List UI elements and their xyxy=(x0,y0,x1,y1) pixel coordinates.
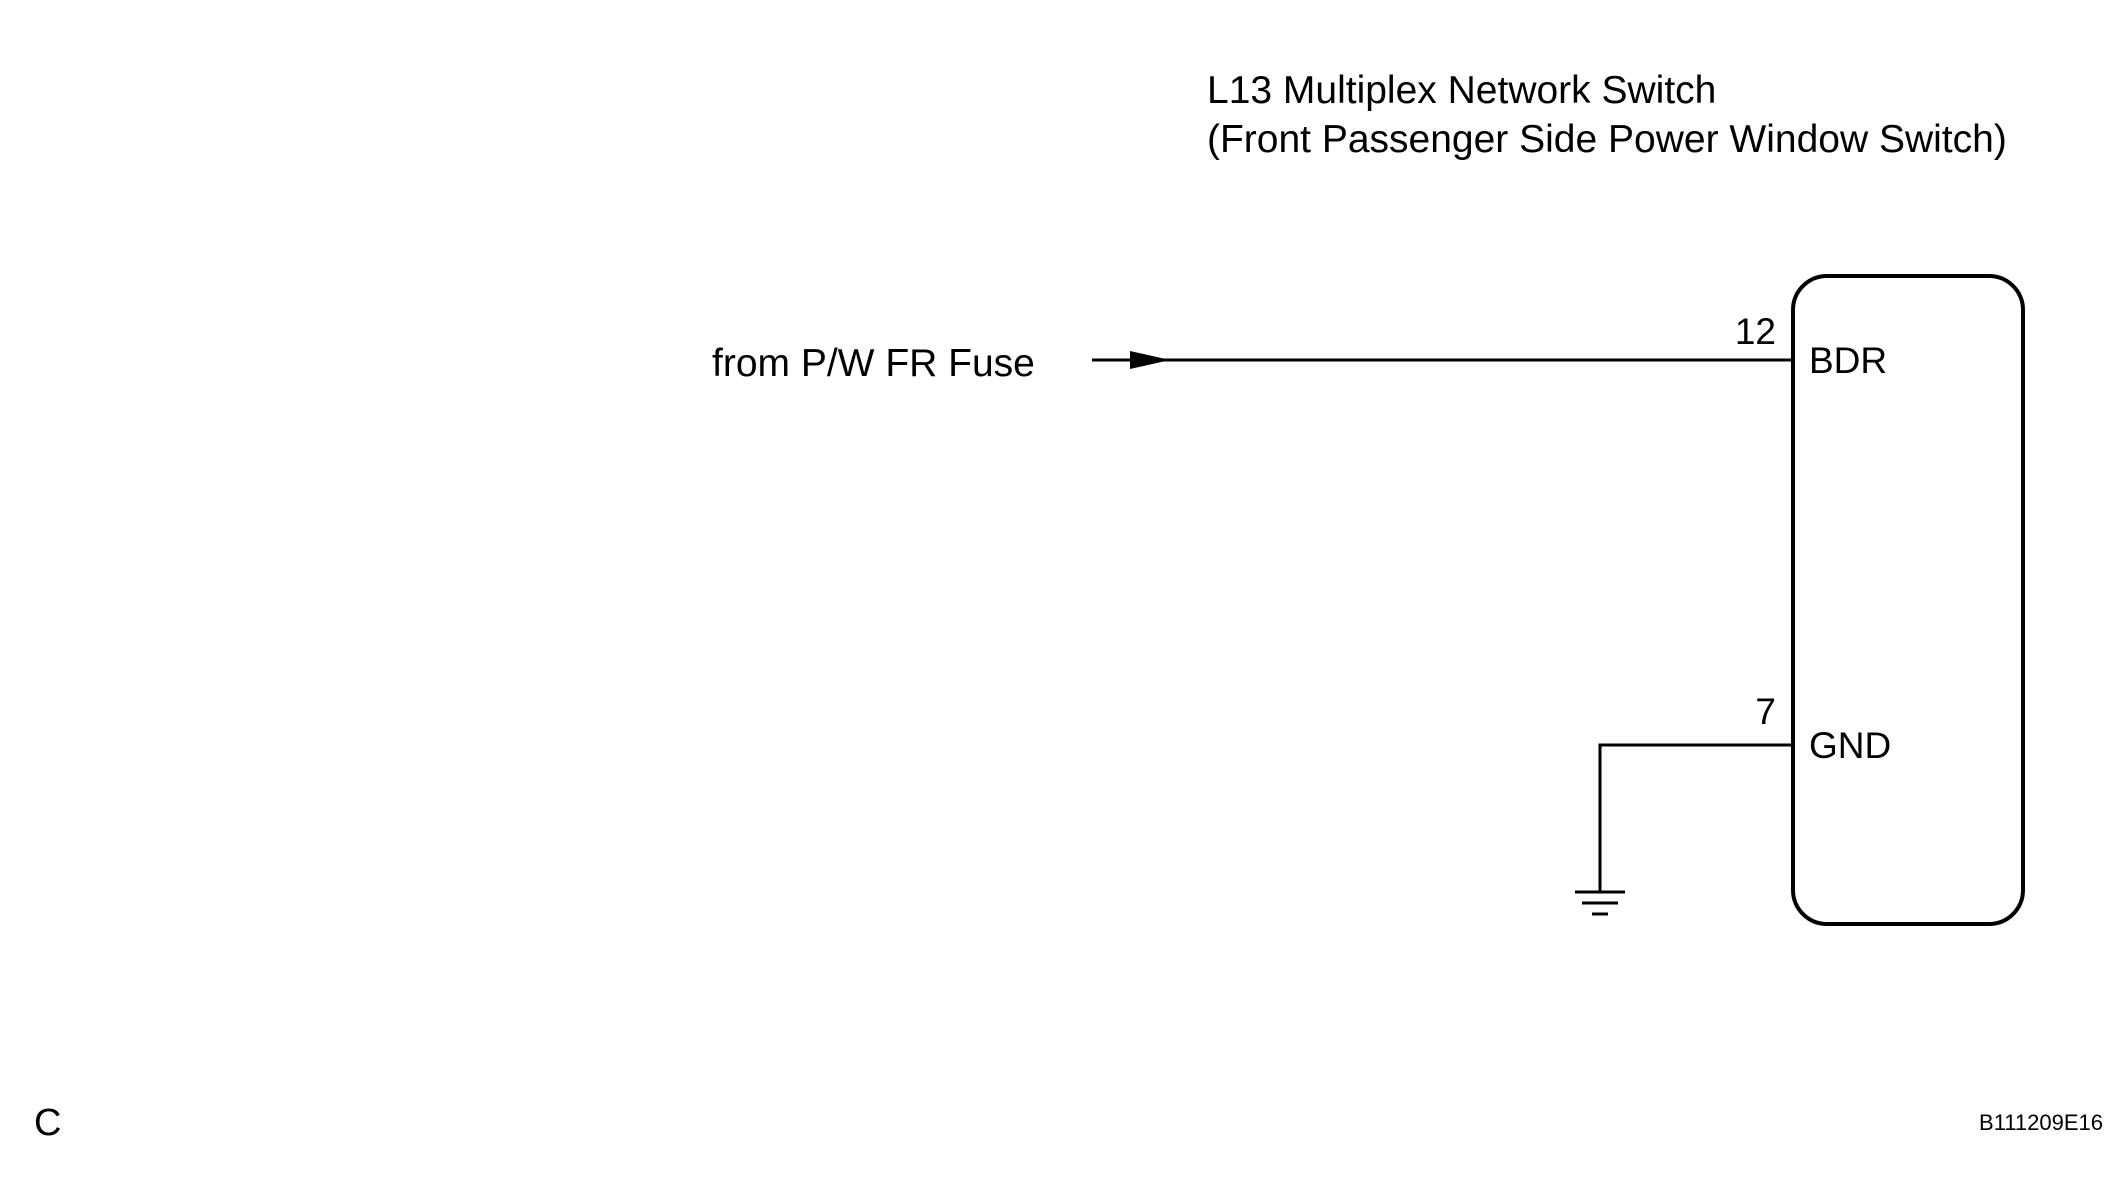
figure-id: B111209E16 xyxy=(1979,1110,2103,1135)
pin-number-gnd: 7 xyxy=(1755,691,1776,732)
source-label: from P/W FR Fuse xyxy=(712,342,1035,385)
ground-icon xyxy=(1575,890,1625,916)
pin-name-bdr: BDR xyxy=(1809,340,1887,381)
pin-name-gnd: GND xyxy=(1809,725,1891,766)
pin-number-bdr: 12 xyxy=(1735,311,1776,352)
multiplex-network-switch-box xyxy=(1791,274,2025,926)
gnd-wire xyxy=(1598,743,1793,892)
corner-label: C xyxy=(34,1102,61,1144)
component-title-line1: L13 Multiplex Network Switch xyxy=(1207,69,1716,112)
component-title-line2: (Front Passenger Side Power Window Switc… xyxy=(1207,118,2007,161)
